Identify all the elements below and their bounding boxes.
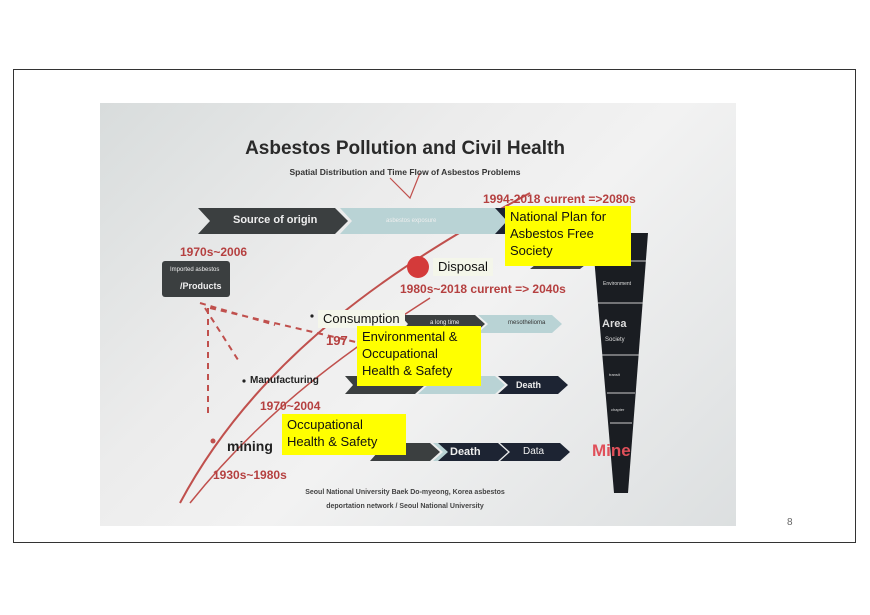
funnel-society-label: Society [605, 337, 625, 343]
mesothelioma-label: mesothelioma [508, 320, 546, 326]
credit-line-2: deportation network / Seoul National Uni… [326, 503, 484, 510]
disposal-callout: Disposal [433, 258, 493, 276]
consumption-callout: Consumption [318, 310, 405, 328]
diagram-title: Asbestos Pollution and Civil Health [245, 138, 565, 159]
mining-label: mining [227, 438, 273, 454]
env-occ-callout: Environmental & Occupational Health & Sa… [357, 326, 481, 386]
diagram-subtitle: Spatial Distribution and Time Flow of As… [289, 167, 521, 177]
source-arrow-label: Source of origin [233, 214, 318, 226]
credit-line-1: Seoul National University Baek Do-myeong… [305, 489, 505, 496]
exposure-arrow-shape [340, 208, 512, 234]
funnel-shape [592, 233, 648, 493]
years-1980-current-label: 1980s~2018 current => 2040s [400, 282, 566, 296]
years-1930-1980-label: 1930s~1980s [213, 468, 287, 482]
data-label: Data [523, 446, 545, 457]
long-time-label: a long time [430, 320, 460, 326]
years-top-label: 1994-2018 current =>2080s [483, 192, 636, 206]
national-plan-callout: National Plan for Asbestos Free Society [505, 206, 631, 266]
diagram-photo: Asbestos Pollution and Civil Health Spat… [100, 103, 736, 526]
years-1970-2006-label: 1970s~2006 [180, 245, 248, 259]
death-label-1: Death [516, 380, 542, 390]
funnel-environment-label: Environment [603, 281, 632, 287]
products-label: /Products [180, 281, 222, 291]
imported-label: Imported asbestos [170, 267, 220, 273]
exposure-arrow-label: asbestos exposure [386, 218, 437, 224]
funnel-layer2-label: chapter [611, 407, 625, 412]
years-197-label: 197 [326, 333, 348, 348]
manufacturing-label: Manufacturing [250, 375, 319, 386]
death-label-2: Death [450, 446, 481, 458]
mine-label: Mine [592, 441, 631, 460]
source-arrow-shape [198, 208, 348, 234]
funnel-area-label: Area [602, 318, 627, 330]
diagram-credit: Seoul National University Baek Do-myeong… [270, 486, 540, 514]
imported-box-shape [162, 261, 230, 297]
page-number: 8 [787, 517, 793, 528]
occupational-callout: Occupational Health & Safety [282, 414, 406, 455]
years-1970-2004-label: 1970~2004 [260, 399, 321, 413]
funnel-layer1-label: transit [609, 372, 620, 377]
red-dot [407, 256, 429, 278]
